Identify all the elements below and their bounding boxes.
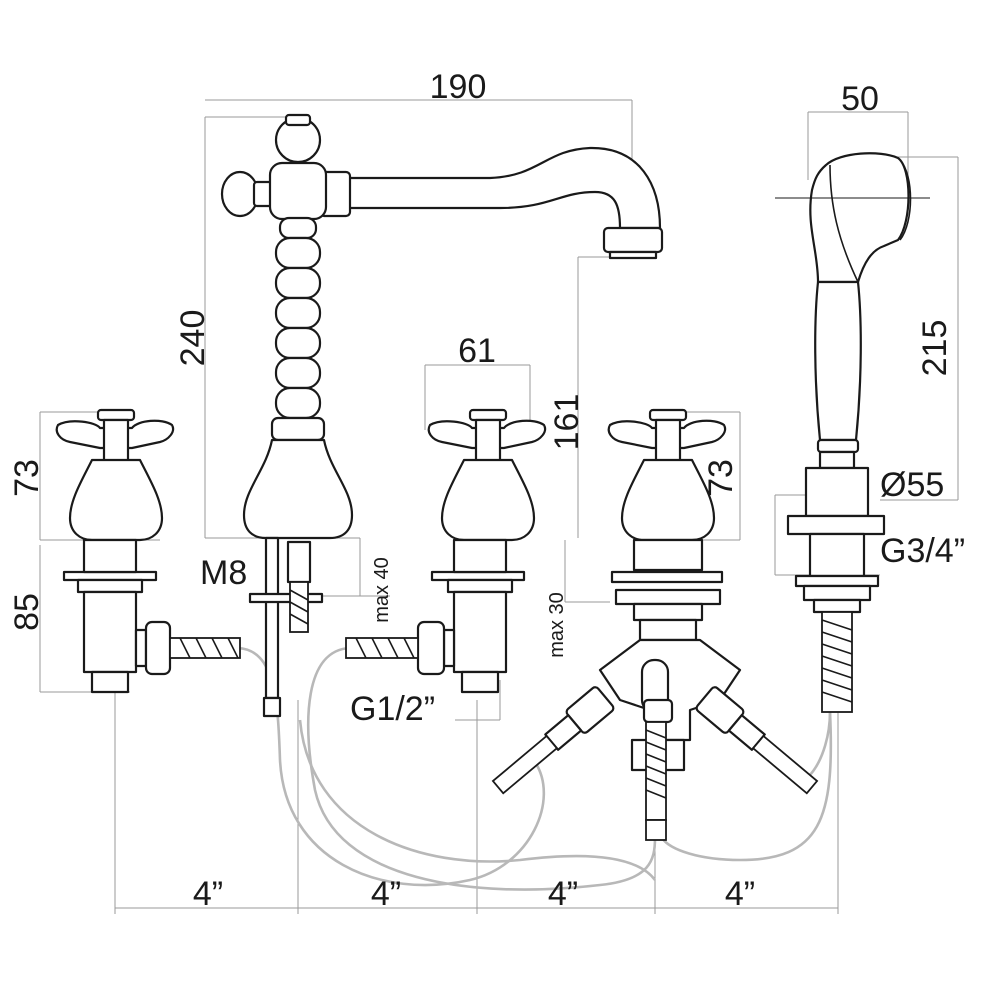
dim-handle-height-right: 73: [702, 459, 740, 497]
dimension-labels: 190 50 240 61 161 73 73 85 215 Ø55 G3/4”…: [8, 68, 965, 913]
hand-shower: [775, 152, 930, 713]
dim-holder-diameter: Ø55: [880, 466, 944, 504]
dim-holder-thread: G3/4”: [880, 532, 965, 570]
dim-spacing-1: 4”: [193, 875, 223, 913]
dim-handle-height-left: 73: [8, 459, 46, 497]
dim-max-deck-spout: max 40: [371, 557, 393, 623]
dim-spout-stud: M8: [200, 554, 247, 592]
dim-outlet-height: 161: [548, 394, 586, 451]
dim-max-deck-diverter: max 30: [546, 592, 568, 658]
dim-spout-height: 240: [174, 310, 212, 367]
dim-valve-body-height: 85: [8, 593, 46, 631]
supply-hoses: [237, 646, 833, 891]
dim-inlet-thread: G1/2”: [350, 690, 435, 728]
dim-spacing-3: 4”: [548, 875, 578, 913]
dim-handshower-length: 215: [916, 320, 954, 377]
dim-spacing-2: 4”: [371, 875, 401, 913]
spout: [220, 113, 664, 718]
dim-spacing-4: 4”: [725, 875, 755, 913]
dim-spout-reach: 190: [430, 68, 487, 106]
dim-handle-spread: 61: [458, 332, 496, 370]
middle-cross-valve: [345, 408, 547, 694]
diverter-valve: [491, 408, 819, 841]
dim-handshower-width: 50: [841, 80, 879, 118]
left-cross-valve: [55, 408, 241, 694]
